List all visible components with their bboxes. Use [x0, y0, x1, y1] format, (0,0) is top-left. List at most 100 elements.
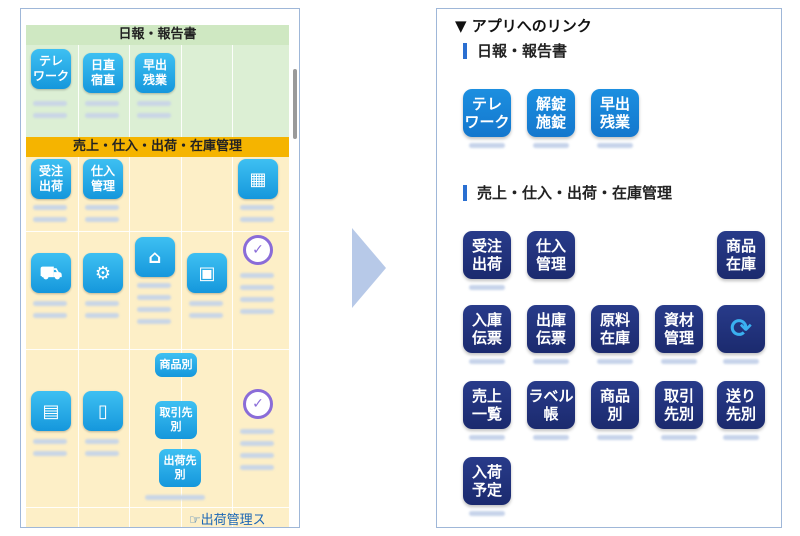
blurred-label — [469, 435, 505, 440]
blurred-label — [469, 511, 505, 516]
early-overtime-icon[interactable]: 早出 残業 — [135, 53, 175, 93]
check-circle-icon[interactable]: ✓ — [243, 235, 273, 265]
blurred-label — [137, 101, 171, 106]
grid-line — [78, 157, 79, 527]
label-ledger-icon[interactable]: ラベル 帳 — [527, 381, 575, 429]
blurred-label — [33, 451, 67, 456]
telework-icon[interactable]: テレ ワーク — [31, 49, 71, 89]
blurred-label — [661, 435, 697, 440]
incoming-schedule-icon[interactable]: 入荷 予定 — [463, 457, 511, 505]
by-destination-button[interactable]: 出荷先 別 — [159, 449, 201, 487]
orange-section-header: 売上・仕入・出荷・在庫管理 — [26, 137, 289, 157]
section-title-sales-inventory: 売上・仕入・出荷・在庫管理 — [463, 185, 672, 201]
grid-line — [181, 45, 182, 137]
blurred-label — [240, 217, 274, 222]
blurred-label — [240, 205, 274, 210]
grid-line — [232, 45, 233, 137]
by-supplier-icon[interactable]: 取引 先別 — [655, 381, 703, 429]
blurred-label — [33, 313, 67, 318]
chart-icon[interactable]: ▤ — [31, 391, 71, 431]
grid-line — [26, 349, 289, 350]
blurred-label — [137, 307, 171, 312]
warehouse-icon[interactable]: ▦ — [238, 159, 278, 199]
blurred-label — [33, 113, 67, 118]
blurred-label — [533, 435, 569, 440]
blurred-label — [240, 285, 274, 290]
blurred-label — [137, 319, 171, 324]
order-shipping-icon[interactable]: 受注 出荷 — [463, 231, 511, 279]
blurred-label — [597, 435, 633, 440]
early-overtime-icon[interactable]: 早出 残業 — [591, 89, 639, 137]
forklift-icon[interactable]: ⚙ — [83, 253, 123, 293]
shipping-slip-icon[interactable]: 出庫 伝票 — [527, 305, 575, 353]
receiving-slip-icon[interactable]: 入庫 伝票 — [463, 305, 511, 353]
blurred-label — [85, 439, 119, 444]
blurred-label — [597, 143, 633, 148]
by-product-button[interactable]: 商品別 — [155, 353, 197, 377]
supplies-management-icon[interactable]: 資材 管理 — [655, 305, 703, 353]
blurred-label — [85, 205, 119, 210]
sales-list-icon[interactable]: 売上 一覧 — [463, 381, 511, 429]
blurred-label — [189, 301, 223, 306]
telework-icon[interactable]: テレ ワーク — [463, 89, 511, 137]
day-duty-icon[interactable]: 日直 宿直 — [83, 53, 123, 93]
grid-line — [181, 157, 182, 527]
blurred-label — [240, 309, 274, 314]
grid-line — [129, 157, 130, 527]
blurred-label — [723, 435, 759, 440]
box-icon[interactable]: ▣ — [187, 253, 227, 293]
blurred-label — [189, 313, 223, 318]
blurred-label — [240, 441, 274, 446]
order-shipping-icon[interactable]: 受注 出荷 — [31, 159, 71, 199]
grid-line — [129, 45, 130, 137]
blurred-label — [137, 295, 171, 300]
blurred-label — [33, 301, 67, 306]
grid-line — [26, 507, 289, 508]
blurred-label — [137, 283, 171, 288]
blurred-label — [597, 359, 633, 364]
blurred-label — [469, 285, 505, 290]
grid-line — [78, 45, 79, 137]
blurred-label — [240, 297, 274, 302]
blurred-label — [240, 273, 274, 278]
blurred-label — [469, 359, 505, 364]
blurred-label — [85, 313, 119, 318]
blurred-label — [33, 439, 67, 444]
right-phone-screen: ▼ アプリへのリンク 日報・報告書 テレ ワーク 解錠 施錠 早出 残業 売上・… — [436, 8, 782, 528]
sync-icon[interactable]: ⟳ — [717, 305, 765, 353]
blurred-label — [145, 495, 205, 500]
book-icon[interactable]: ▯ — [83, 391, 123, 431]
store-icon[interactable]: ⌂ — [135, 237, 175, 277]
blurred-label — [469, 143, 505, 148]
blurred-label — [33, 217, 67, 222]
by-destination-icon[interactable]: 送り 先別 — [717, 381, 765, 429]
blurred-label — [240, 465, 274, 470]
left-phone-screen: 日報・報告書 売上・仕入・出荷・在庫管理 テレ ワーク 日直 宿直 早出 残業 … — [20, 8, 300, 528]
arrow-right-icon — [352, 228, 386, 308]
blurred-label — [85, 101, 119, 106]
purchase-management-icon[interactable]: 仕入 管理 — [527, 231, 575, 279]
lock-unlock-icon[interactable]: 解錠 施錠 — [527, 89, 575, 137]
section-title-reports: 日報・報告書 — [463, 43, 567, 59]
yellow-section-area — [26, 157, 289, 527]
blurred-label — [85, 301, 119, 306]
blurred-label — [85, 451, 119, 456]
cart-icon[interactable]: ⛟ — [31, 253, 71, 293]
by-supplier-button[interactable]: 取引先 別 — [155, 401, 197, 439]
blurred-label — [33, 205, 67, 210]
purchase-management-icon[interactable]: 仕入 管理 — [83, 159, 123, 199]
blurred-label — [723, 359, 759, 364]
scrollbar[interactable] — [293, 69, 297, 139]
blurred-label — [661, 359, 697, 364]
blurred-label — [85, 217, 119, 222]
blurred-label — [533, 143, 569, 148]
blurred-label — [137, 113, 171, 118]
app-links-header[interactable]: ▼ アプリへのリンク — [455, 17, 592, 35]
check-circle-icon[interactable]: ✓ — [243, 389, 273, 419]
by-product-icon[interactable]: 商品 別 — [591, 381, 639, 429]
material-stock-icon[interactable]: 原料 在庫 — [591, 305, 639, 353]
blurred-label — [240, 453, 274, 458]
shipping-management-link[interactable]: ☞出荷管理ス — [189, 513, 266, 528]
product-stock-icon[interactable]: 商品 在庫 — [717, 231, 765, 279]
blurred-label — [85, 113, 119, 118]
